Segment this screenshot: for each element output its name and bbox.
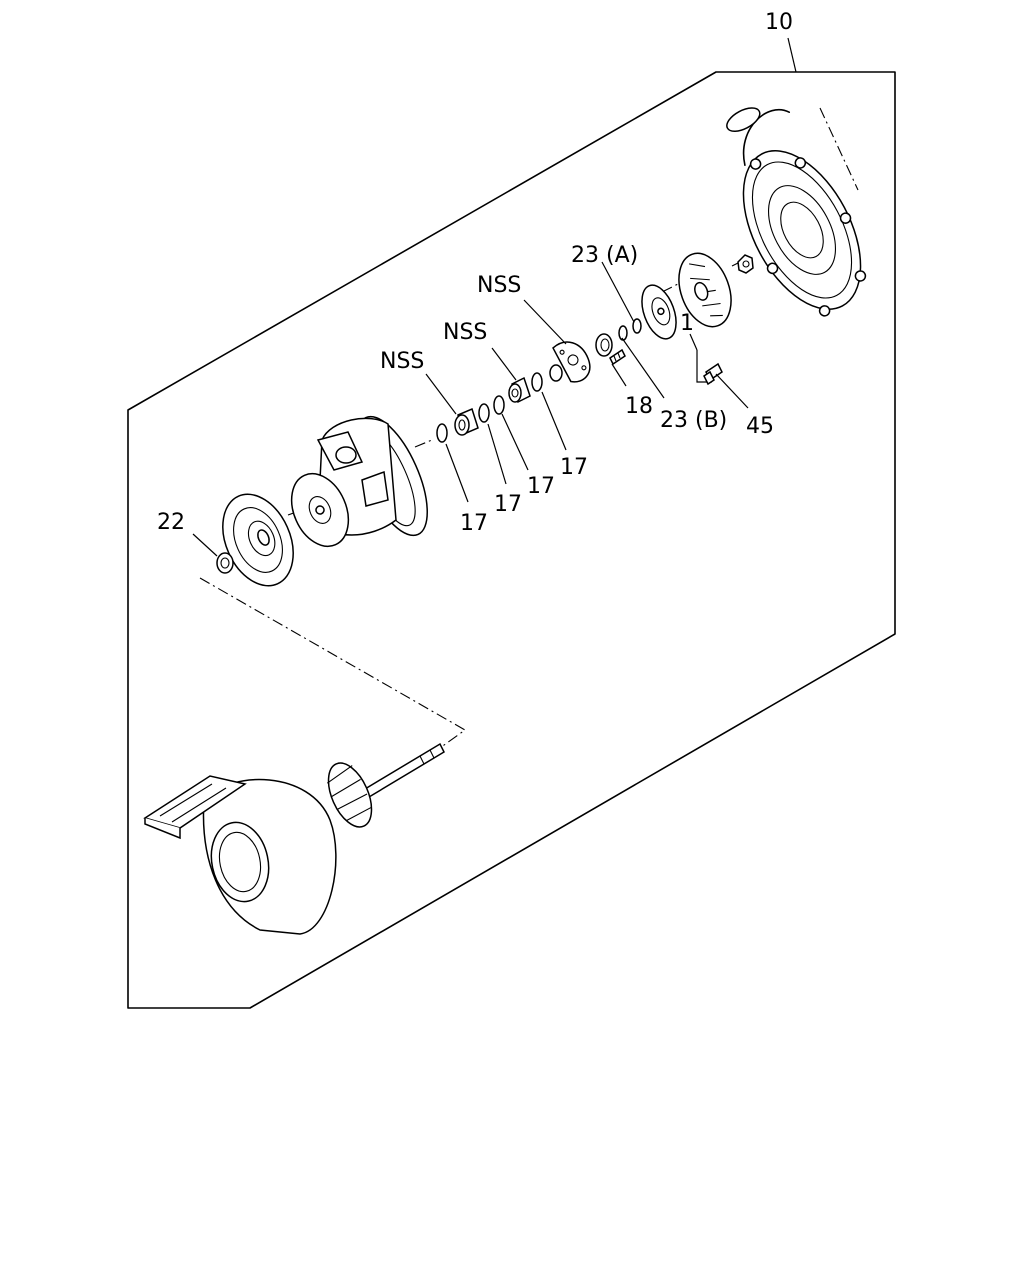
ring-17-c: [494, 396, 504, 414]
label-nss-b: NSS: [443, 320, 487, 345]
compressor-housing: [696, 89, 886, 330]
nut: [738, 255, 753, 273]
label-23b: 23 (B): [660, 408, 727, 433]
ring-17-b: [479, 404, 489, 422]
label-10: 10: [765, 10, 793, 35]
label-1: 1: [680, 311, 694, 336]
label-23a: 23 (A): [571, 243, 638, 268]
label-45: 45: [746, 414, 774, 439]
turbine-shaft: [320, 744, 444, 833]
o-ring-b: [619, 326, 627, 340]
turbine-housing: [145, 776, 336, 934]
label-17-d: 17: [560, 455, 588, 480]
compressor-wheel: [669, 246, 740, 334]
label-17-a: 17: [460, 511, 488, 536]
ring-17-a: [437, 424, 447, 442]
bearing-housing: [281, 407, 442, 555]
bearing-a: [455, 409, 478, 435]
label-18: 18: [625, 394, 653, 419]
heat-shield: [209, 483, 307, 597]
label-22: 22: [157, 510, 185, 535]
assembly-frame: [128, 72, 895, 1008]
screw-18: [610, 350, 625, 364]
seal-plate: [635, 281, 682, 344]
label-nss-a: NSS: [380, 349, 424, 374]
label-17-c: 17: [527, 474, 555, 499]
seal-ring-22: [217, 553, 233, 573]
label-17-b: 17: [494, 492, 522, 517]
o-ring-a: [633, 319, 641, 333]
thrust-bush: [550, 365, 562, 381]
leader-lines: [193, 38, 796, 556]
label-nss-c: NSS: [477, 273, 521, 298]
bearing-b: [509, 378, 530, 402]
thrust-collar: [596, 334, 612, 356]
part-labels: 10 23 (A) 1 NSS NSS NSS 18 23 (B) 45 17 …: [157, 10, 793, 536]
bolt-45: [704, 364, 722, 384]
ring-17-d: [532, 373, 542, 391]
